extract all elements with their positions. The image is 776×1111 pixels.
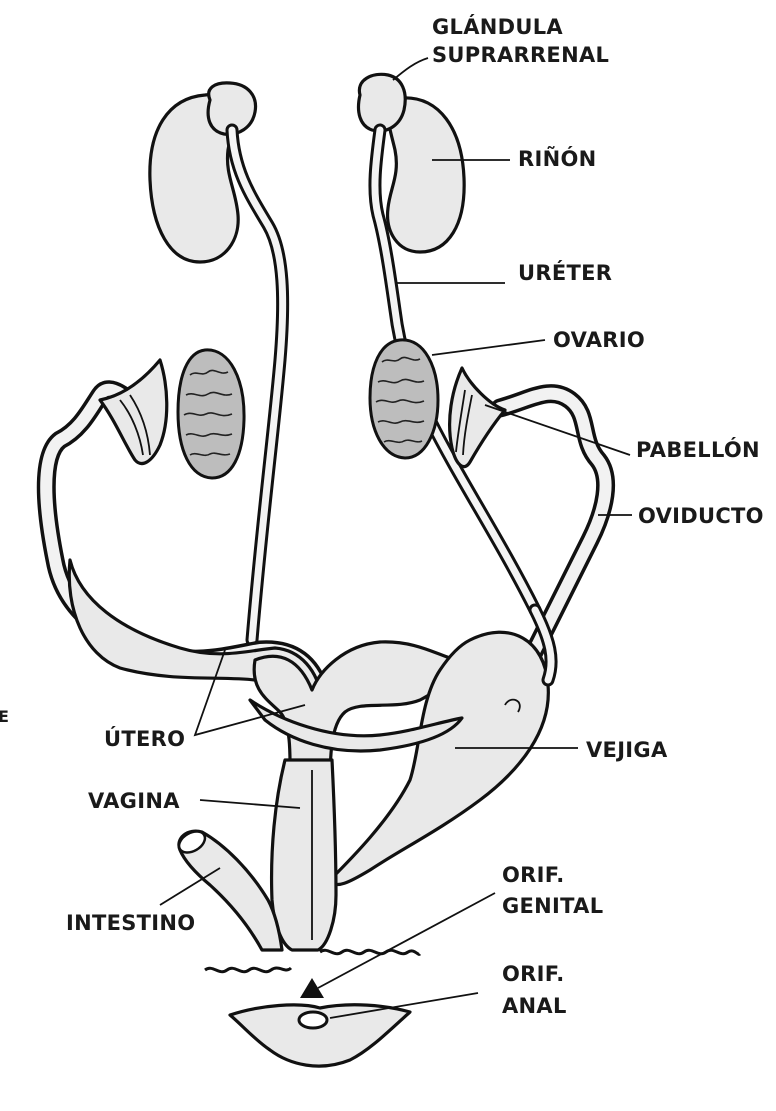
ovary-left: [176, 348, 246, 480]
label-rinon: RIÑÓN: [518, 146, 597, 171]
infundibulum-left: [98, 358, 169, 466]
margin-mark: E: [0, 707, 9, 726]
label-pabellon: PABELLÓN: [636, 437, 760, 462]
leader-orif-anal: [329, 992, 479, 1019]
label-glandula-line1: GLÁNDULA: [432, 14, 563, 39]
infundibulum-right: [448, 366, 507, 469]
leader-glandula: [392, 57, 429, 81]
leader-pabellon: [484, 404, 631, 456]
label-orif-genital-line2: GENITAL: [502, 894, 603, 918]
label-orif-genital-line1: ORIF.: [502, 863, 565, 887]
label-glandula-line2: SUPRARRENAL: [432, 43, 609, 67]
label-ureter: URÉTER: [518, 260, 612, 285]
cloaca: [228, 1003, 412, 1068]
label-intestino: INTESTINO: [66, 911, 195, 935]
adrenal-gland-right: [356, 72, 407, 133]
vagina: [269, 758, 338, 952]
kidney-right: [385, 96, 466, 254]
leader-utero: [193, 649, 306, 737]
label-oviducto: OVIDUCTO: [638, 504, 764, 528]
leader-vagina: [199, 799, 301, 809]
label-vagina: VAGINA: [88, 789, 180, 813]
label-vejiga: VEJIGA: [586, 738, 668, 762]
adrenal-gland-left: [206, 81, 258, 136]
genital-orifice: [300, 978, 324, 998]
leader-ovario: [431, 339, 546, 356]
label-ovario: OVARIO: [553, 328, 645, 352]
leader-intestino: [159, 867, 221, 906]
ovary-right: [368, 338, 440, 460]
anal-orifice: [297, 1010, 329, 1030]
uterus-band: [248, 698, 464, 753]
label-orif-anal-line2: ANAL: [502, 994, 567, 1018]
label-utero: ÚTERO: [104, 726, 185, 751]
label-orif-anal-line1: ORIF.: [502, 962, 565, 986]
body-surface-wavy: [204, 948, 422, 974]
leader-orif-genital: [317, 892, 496, 989]
